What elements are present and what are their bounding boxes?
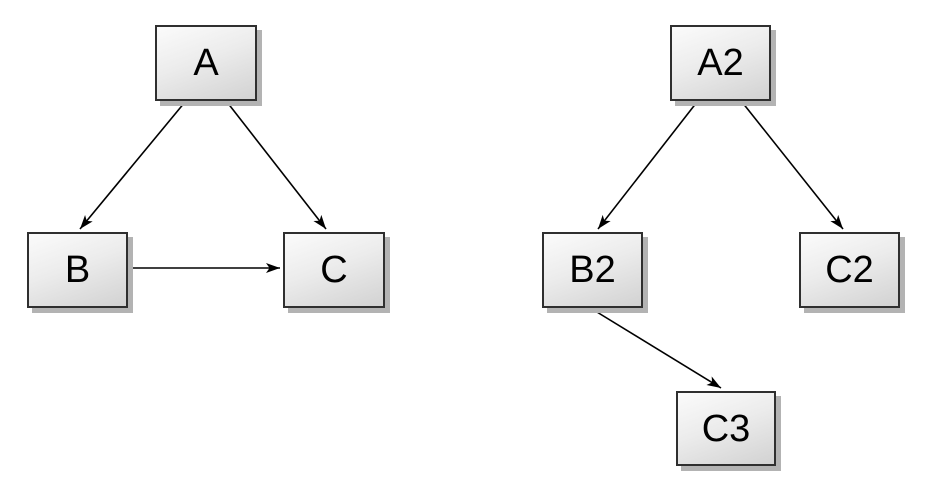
edge-B2-C3 [591, 308, 722, 389]
edge-A-C [226, 101, 327, 230]
node-label-C2: C2 [825, 249, 874, 291]
node-A2[interactable]: A2 [670, 25, 771, 101]
node-C[interactable]: C [283, 232, 385, 308]
node-label-C: C [320, 249, 348, 291]
node-B[interactable]: B [27, 232, 128, 308]
edge-A2-C2 [741, 101, 844, 230]
node-label-B2: B2 [569, 249, 616, 291]
node-B2[interactable]: B2 [542, 232, 643, 308]
node-C2[interactable]: C2 [799, 232, 900, 308]
node-label-C3: C3 [701, 407, 751, 450]
node-label-A2: A2 [697, 42, 744, 84]
edge-A2-B2 [597, 101, 698, 230]
node-A[interactable]: A [155, 25, 257, 101]
edge-group [79, 101, 844, 389]
node-label-B: B [64, 249, 91, 291]
edge-A-B [79, 101, 186, 230]
node-label-A: A [193, 42, 219, 84]
node-C3[interactable]: C3 [676, 391, 776, 466]
